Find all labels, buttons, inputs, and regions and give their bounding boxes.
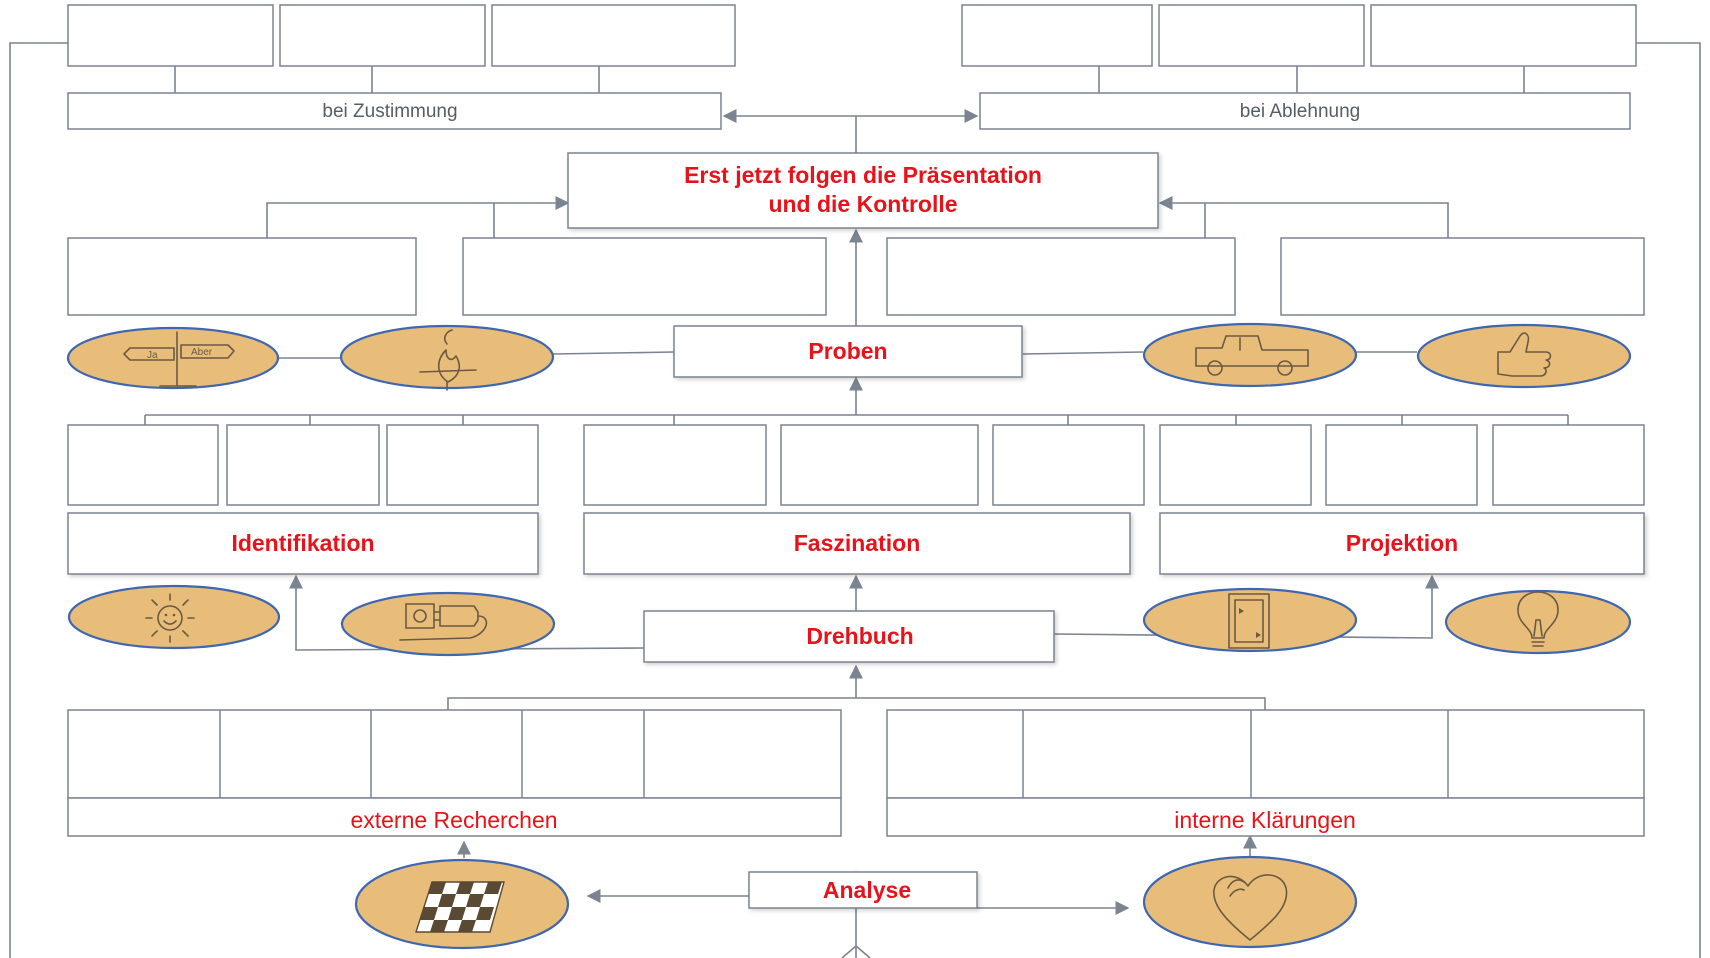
sun-oval bbox=[67, 584, 281, 650]
empty-box bbox=[1370, 4, 1637, 67]
faszination-box: Faszination bbox=[583, 512, 1131, 575]
truck-oval bbox=[1142, 322, 1358, 388]
empty-box bbox=[992, 424, 1145, 506]
signpost-oval: Ja Aber bbox=[66, 326, 280, 390]
empty-box bbox=[1280, 237, 1645, 316]
light-bulb-icon bbox=[1517, 591, 1559, 647]
projektion-label: Projektion bbox=[1346, 530, 1458, 556]
externe-recherchen-label: externe Recherchen bbox=[350, 807, 557, 833]
signpost-icon: Ja Aber bbox=[123, 331, 235, 387]
empty-box bbox=[886, 237, 1236, 316]
bei-zustimmung-box: bei Zustimmung bbox=[67, 92, 722, 130]
fire-oval bbox=[339, 324, 555, 391]
thumbs-up-oval bbox=[1416, 323, 1632, 389]
identifikation-box: Identifikation bbox=[67, 512, 539, 575]
empty-box bbox=[462, 237, 827, 316]
empty-box bbox=[1158, 4, 1365, 67]
identifikation-label: Identifikation bbox=[231, 530, 374, 556]
truck-icon bbox=[1195, 335, 1309, 376]
frame-icon bbox=[1228, 593, 1270, 649]
praesentation-title-line2: und die Kontrolle bbox=[768, 191, 957, 217]
externe-recherchen-box: externe Recherchen bbox=[67, 709, 842, 837]
fire-icon bbox=[419, 329, 477, 391]
empty-box bbox=[780, 424, 979, 506]
praesentation-title-line1: Erst jetzt folgen die Präsentation bbox=[684, 162, 1042, 188]
bei-zustimmung-label: bei Zustimmung bbox=[322, 101, 457, 122]
empty-box bbox=[961, 4, 1153, 67]
empty-box bbox=[1492, 424, 1645, 506]
empty-box bbox=[67, 4, 274, 67]
empty-box bbox=[1325, 424, 1478, 506]
empty-box bbox=[583, 424, 767, 506]
bei-ablehnung-label: bei Ablehnung bbox=[1240, 101, 1360, 122]
proben-box: Proben bbox=[673, 325, 1023, 378]
interne-klaerungen-box: interne Klärungen bbox=[886, 709, 1645, 837]
empty-box bbox=[1159, 424, 1312, 506]
empty-box bbox=[67, 237, 417, 316]
drehbuch-label: Drehbuch bbox=[806, 623, 913, 649]
signpost-ja-text: Ja bbox=[147, 350, 158, 361]
heart-oval bbox=[1142, 855, 1358, 949]
thumbs-up-icon bbox=[1497, 332, 1552, 377]
drehbuch-box: Drehbuch bbox=[643, 610, 1055, 663]
empty-box bbox=[67, 424, 219, 506]
plug-oval bbox=[340, 591, 556, 657]
analyse-box: Analyse bbox=[748, 871, 978, 909]
top-right-empty-boxes bbox=[961, 4, 1637, 67]
heart-icon bbox=[1213, 874, 1288, 941]
chessboard-oval bbox=[354, 858, 570, 950]
faszination-label: Faszination bbox=[794, 530, 921, 556]
empty-box bbox=[279, 4, 486, 67]
sun-icon bbox=[145, 593, 195, 643]
connector-lines bbox=[9, 42, 1701, 958]
proben-label: Proben bbox=[808, 338, 887, 364]
bei-ablehnung-box: bei Ablehnung bbox=[979, 92, 1631, 130]
analyse-label: Analyse bbox=[823, 877, 911, 903]
signpost-aber-text: Aber bbox=[191, 347, 213, 358]
empty-box bbox=[386, 424, 539, 506]
empty-box bbox=[491, 4, 736, 67]
top-left-empty-boxes bbox=[67, 4, 736, 67]
light-bulb-oval bbox=[1444, 589, 1632, 655]
frame-oval bbox=[1142, 587, 1358, 653]
second-row-empty-boxes bbox=[67, 237, 1645, 316]
small-boxes-row bbox=[67, 424, 1645, 506]
plug-icon bbox=[399, 603, 488, 641]
chessboard-icon bbox=[415, 881, 505, 933]
praesentation-box: Erst jetzt folgen die Präsentation und d… bbox=[567, 152, 1159, 229]
interne-klaerungen-label: interne Klärungen bbox=[1174, 807, 1356, 833]
empty-box bbox=[226, 424, 380, 506]
projektion-box: Projektion bbox=[1159, 512, 1645, 575]
